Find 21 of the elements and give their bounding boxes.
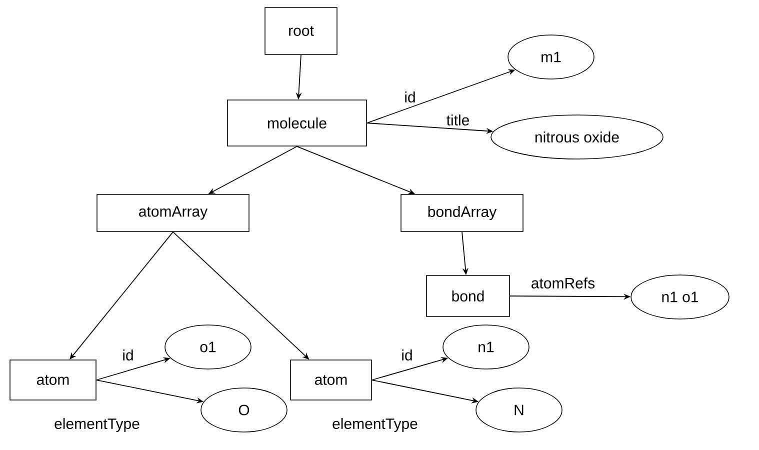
ellipse-node: O bbox=[200, 388, 288, 432]
element-box: bond bbox=[426, 275, 510, 317]
edge-label: elementType bbox=[53, 417, 141, 433]
element-box: bondArray bbox=[400, 194, 524, 232]
ellipse-node: n1 bbox=[442, 324, 530, 370]
element-box: atom bbox=[290, 360, 372, 400]
element-box: atom bbox=[10, 360, 96, 400]
ellipse-node: N bbox=[476, 388, 562, 432]
edge-label: title bbox=[445, 114, 471, 126]
element-box: molecule bbox=[227, 100, 367, 146]
ellipse-node: o1 bbox=[164, 324, 252, 370]
edge-label: id bbox=[403, 90, 417, 104]
edge-label: elementType bbox=[331, 417, 419, 433]
edge-label: id bbox=[400, 348, 414, 362]
ellipse-node: m1 bbox=[508, 34, 594, 80]
edge-label: id bbox=[121, 348, 135, 362]
ellipse-node: nitrous oxide bbox=[490, 114, 664, 160]
element-box: root bbox=[264, 7, 338, 55]
element-box: atomArray bbox=[96, 194, 250, 232]
edge-label: atomRefs bbox=[530, 276, 596, 290]
ellipse-node: n1 o1 bbox=[630, 274, 730, 320]
